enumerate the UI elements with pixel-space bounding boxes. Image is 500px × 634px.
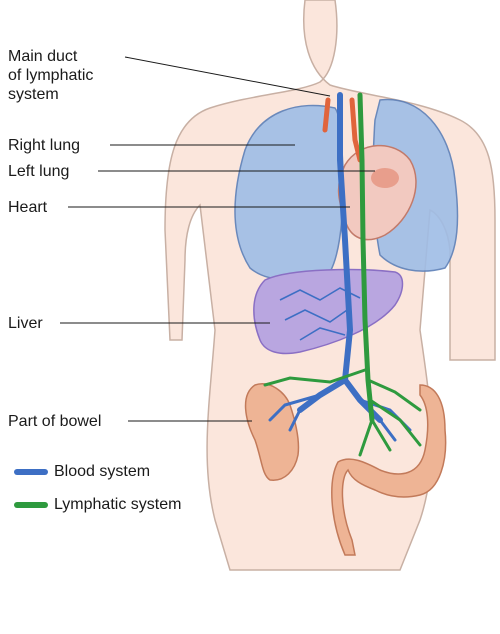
lymphatic-branches <box>263 368 422 457</box>
legend-label-lymphatic: Lymphatic system <box>54 496 182 513</box>
label-right-lung: Right lung <box>8 137 81 154</box>
heart-chamber <box>371 168 399 188</box>
label-main-duct: Main duct of lymphatic system <box>8 48 94 103</box>
artery <box>322 97 363 163</box>
label-bowel: Part of bowel <box>8 413 102 430</box>
bowel-right <box>331 384 447 556</box>
label-left-lung: Left lung <box>8 163 70 180</box>
legend-swatch-lymphatic <box>14 502 48 508</box>
lymphatic-main-duct <box>357 92 375 423</box>
label-liver: Liver <box>8 315 43 332</box>
legend-swatch-blood <box>14 469 48 475</box>
blood-vessel-branches <box>268 393 412 442</box>
legend-label-blood: Blood system <box>54 463 151 480</box>
leader-lines <box>60 56 375 422</box>
label-heart: Heart <box>8 199 48 216</box>
